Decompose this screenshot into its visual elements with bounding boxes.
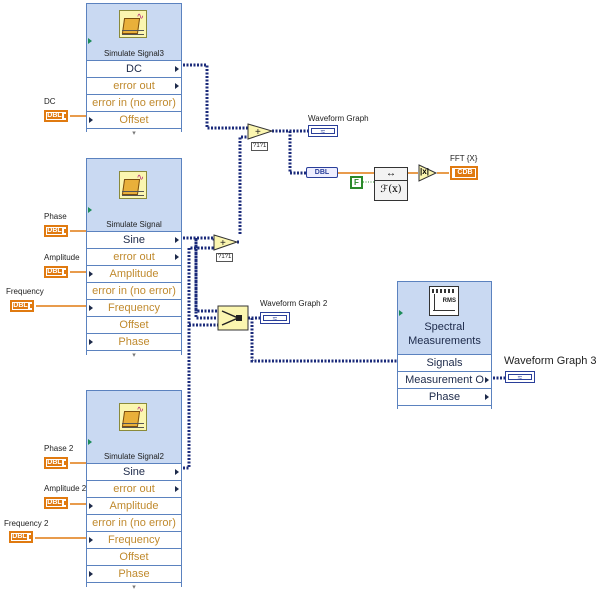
phase-label: Phase	[44, 212, 67, 221]
sim3-error-in[interactable]: error in (no error)	[87, 94, 181, 111]
amplitude2-control[interactable]: DBL	[44, 497, 68, 509]
simulate-signal3-vi[interactable]: ∿ Simulate Signal3 DC error out error in…	[86, 3, 182, 138]
sim1-offset[interactable]: Offset	[87, 316, 181, 333]
absolute-value-node[interactable]: |x|	[418, 164, 438, 187]
input-terminal-icon	[88, 439, 92, 445]
amplitude-label: Amplitude	[44, 253, 80, 262]
input-terminal-icon	[88, 38, 92, 44]
fft-icon: ↔	[375, 168, 407, 181]
simulate-signal-icon: ∿	[119, 10, 147, 38]
dc-label: DC	[44, 97, 56, 106]
wire-sim1-to-merge-b	[194, 238, 218, 320]
phase2-control[interactable]: DBL	[44, 457, 68, 469]
sim2-offset[interactable]: Offset	[87, 548, 181, 565]
sim2-error-in[interactable]: error in (no error)	[87, 514, 181, 531]
spectral-phase-output[interactable]: Phase	[398, 388, 491, 405]
add-node-1-tags: ?1?1	[251, 142, 269, 151]
sim1-error-in[interactable]: error in (no error)	[87, 282, 181, 299]
dynamic-data-convert-node[interactable]: DBL	[306, 167, 338, 178]
fft-node[interactable]: ↔ ℱ(x)	[374, 167, 408, 201]
spectral-measurement-output[interactable]: Measurement O	[398, 371, 491, 388]
spectral-measurements-icon: RMS	[429, 286, 459, 316]
spectral-expand-handle[interactable]	[398, 405, 491, 415]
simulate-signal-icon: ∿	[119, 403, 147, 431]
simulate-signal2-title: Simulate Signal2	[103, 452, 165, 461]
waveform-graph3-terminal[interactable]: ≈	[505, 371, 535, 383]
spectral-measurements-vi[interactable]: RMS Spectral Measurements Signals Measur…	[397, 281, 492, 415]
spectral-signals-input[interactable]: Signals	[398, 354, 491, 371]
simulate-signal-vi[interactable]: ∿ Simulate Signal Sine error out Amplitu…	[86, 158, 182, 360]
phase-control[interactable]: DBL	[44, 225, 68, 237]
simulate-signal-icon: ∿	[119, 171, 147, 199]
sim2-output-sine[interactable]: Sine	[87, 463, 181, 480]
sim2-phase[interactable]: Phase	[87, 565, 181, 582]
input-terminal-icon	[399, 310, 403, 316]
frequency2-label: Frequency 2	[4, 519, 49, 528]
frequency-label: Frequency	[6, 287, 44, 296]
false-constant[interactable]: F	[350, 176, 363, 189]
wire-sim2-to-add2	[183, 246, 214, 470]
amplitude-control[interactable]: DBL	[44, 266, 68, 278]
phase2-label: Phase 2	[44, 444, 74, 453]
sim1-output-sine[interactable]: Sine	[87, 231, 181, 248]
waveform-graph-terminal[interactable]: ≈	[308, 125, 338, 137]
absolute-value-icon: |x|	[420, 167, 429, 176]
frequency2-control[interactable]: DBL	[9, 531, 33, 543]
dc-control[interactable]: DBL	[44, 110, 68, 122]
sim2-amplitude[interactable]: Amplitude	[87, 497, 181, 514]
waveform-graph-terminal-icon: ≈	[311, 128, 335, 136]
waveform-graph-label: Waveform Graph	[308, 114, 369, 123]
wire-add1-to-conv	[288, 131, 308, 175]
add-node-2-tags: ?1?1	[216, 253, 234, 262]
simulate-signal3-title: Simulate Signal3	[103, 49, 165, 58]
sim1-error-out[interactable]: error out	[87, 248, 181, 265]
sim3-error-out[interactable]: error out	[87, 77, 181, 94]
waveform-graph3-label: Waveform Graph 3	[504, 355, 597, 367]
frequency-control[interactable]: DBL	[10, 300, 34, 312]
sim3-expand-handle[interactable]: ▾	[87, 128, 181, 138]
wire-add1-b	[238, 135, 248, 234]
add-node-2[interactable]: +	[213, 234, 239, 251]
sim1-frequency[interactable]: Frequency	[87, 299, 181, 316]
sim2-frequency[interactable]: Frequency	[87, 531, 181, 548]
sim2-error-out[interactable]: error out	[87, 480, 181, 497]
input-terminal-icon	[88, 207, 92, 213]
fft-x-label: FFT {X}	[450, 154, 478, 163]
add-node-2-plus: +	[220, 238, 226, 249]
sim3-offset[interactable]: Offset	[87, 111, 181, 128]
wire-merge-to-spectral	[250, 318, 398, 363]
add-node-1[interactable]: +	[247, 123, 274, 140]
sim1-phase[interactable]: Phase	[87, 333, 181, 350]
waveform-graph-terminal-icon: ≈	[263, 315, 287, 323]
merge-signals-node[interactable]	[217, 305, 249, 331]
fft-label: ℱ(x)	[380, 184, 402, 195]
sim1-amplitude[interactable]: Amplitude	[87, 265, 181, 282]
sim2-expand-handle[interactable]: ▾	[87, 582, 181, 592]
waveform-graph-terminal-icon: ≈	[508, 374, 532, 382]
sim1-expand-handle[interactable]: ▾	[87, 350, 181, 360]
wire-sim3-dc	[183, 63, 248, 130]
sim3-output-dc[interactable]: DC	[87, 60, 181, 77]
simulate-signal-title: Simulate Signal	[106, 220, 162, 229]
add-node-1-plus: +	[255, 127, 261, 138]
spectral-measurements-title: Spectral Measurements	[408, 321, 481, 347]
waveform-graph2-label: Waveform Graph 2	[260, 299, 328, 308]
amplitude2-label: Amplitude 2	[44, 484, 87, 493]
waveform-graph2-terminal[interactable]: ≈	[260, 312, 290, 324]
fft-x-indicator[interactable]: CDB	[450, 166, 478, 180]
simulate-signal2-vi[interactable]: ∿ Simulate Signal2 Sine error out Amplit…	[86, 390, 182, 592]
